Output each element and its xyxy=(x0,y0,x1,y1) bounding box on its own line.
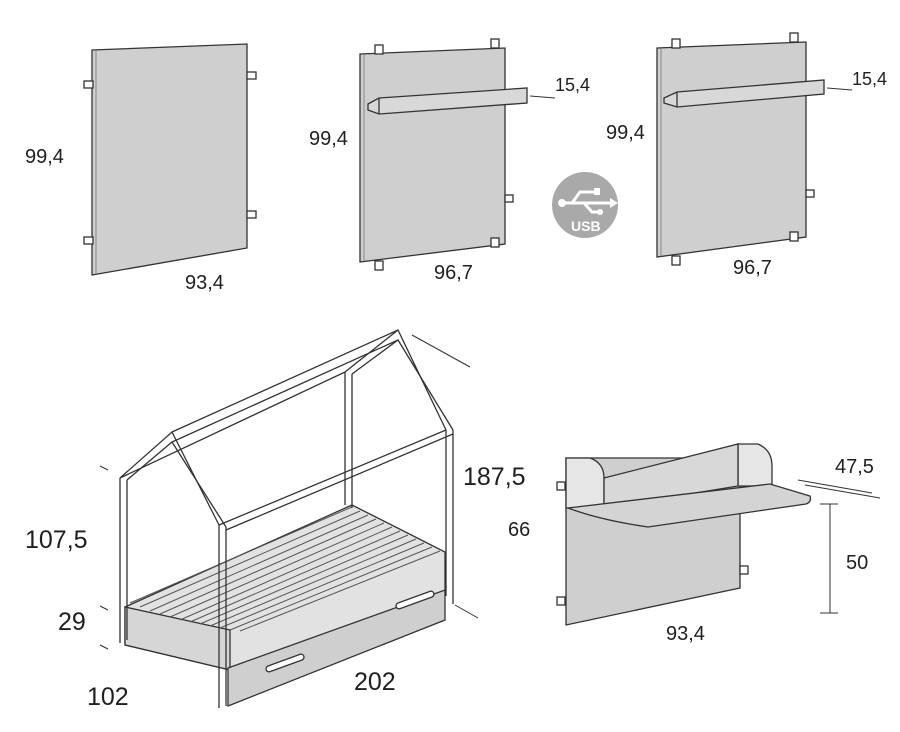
desk-depth-label: 47,5 xyxy=(835,456,874,478)
desk-panel-height-label: 66 xyxy=(508,519,531,541)
panel-with-shelf-2 xyxy=(656,32,853,266)
desk-panel xyxy=(556,443,881,626)
panel3-width-label: 96,7 xyxy=(733,257,772,279)
usb-label: USB xyxy=(571,218,601,234)
usb-icon xyxy=(558,188,618,215)
usb-badge xyxy=(552,172,618,238)
desk-table-height-label: 50 xyxy=(846,552,869,574)
bed-side-height-label: 107,5 xyxy=(25,526,88,554)
panel3-shelf-depth-label: 15,4 xyxy=(852,69,888,89)
panel1-height-label: 99,4 xyxy=(25,146,64,168)
panel1-width-label: 93,4 xyxy=(185,272,224,294)
desk-width-label: 93,4 xyxy=(666,623,705,645)
panel-plain xyxy=(83,43,257,276)
bed-base-height-label: 29 xyxy=(58,608,86,636)
panel2-width-label: 96,7 xyxy=(434,262,473,284)
bed-width-label: 102 xyxy=(87,683,129,711)
panel2-shelf-depth-label: 15,4 xyxy=(555,75,591,95)
bed-length-label: 202 xyxy=(354,668,396,696)
panel2-height-label: 99,4 xyxy=(309,128,348,150)
panel-with-shelf-1 xyxy=(359,38,556,271)
bed-height-label: 187,5 xyxy=(463,463,526,491)
house-bed xyxy=(99,328,479,708)
panel3-height-label: 99,4 xyxy=(606,122,645,144)
